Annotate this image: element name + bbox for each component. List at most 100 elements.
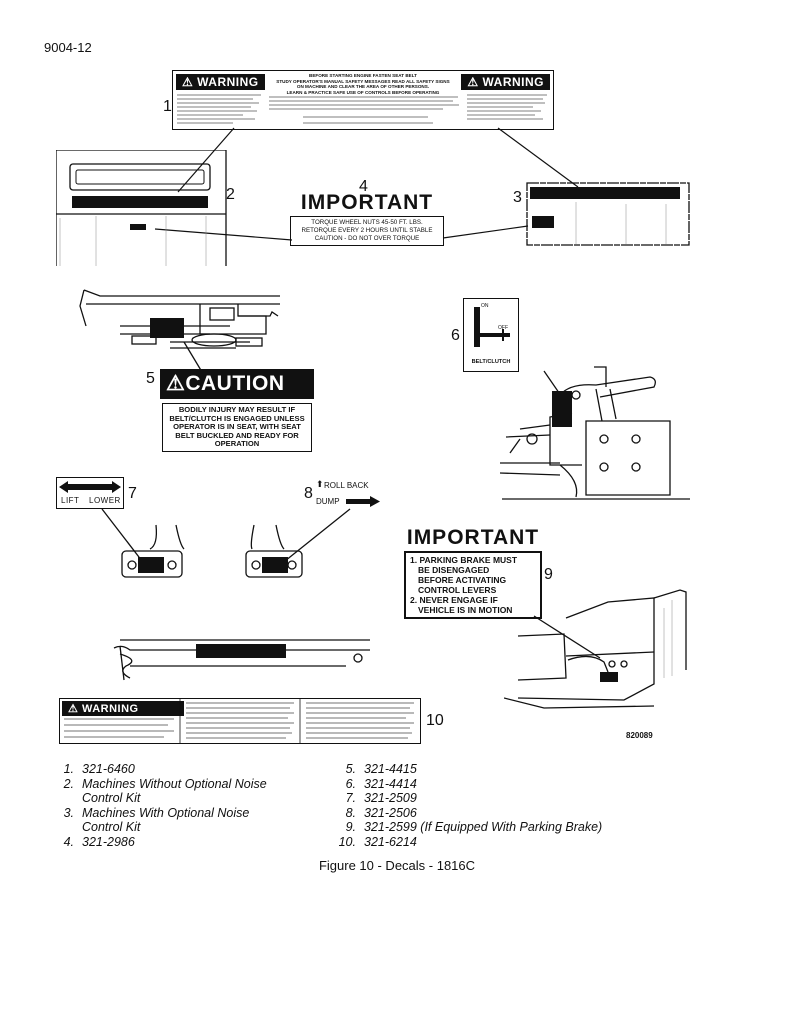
- lever-position-icon: [474, 307, 510, 347]
- decal-1-warning-badge-left: ⚠ WARNING: [176, 74, 265, 90]
- legend-text: 321-2509: [364, 791, 417, 805]
- decal-1-line: ON MACHINE AND CLEAR THE AREA OF OTHER P…: [296, 84, 430, 90]
- decal-5-caution: ⚠CAUTION BODILY INJURY MAY RESULT IF BEL…: [160, 369, 314, 452]
- legend-text: 321-4414: [364, 776, 417, 791]
- panel-5-illustration: [79, 289, 280, 372]
- decal-5-line: OPERATOR IS IN SEAT, WITH SEAT: [173, 422, 301, 432]
- decal-10-badge-text: WARNING: [81, 703, 139, 715]
- decal-9-line: 2. NEVER ENGAGE IF: [410, 595, 498, 605]
- decal-4-mount: [130, 224, 146, 230]
- callout-1: 1: [163, 98, 172, 115]
- legend-num: [48, 820, 74, 835]
- decal-5-line: BODILY INJURY MAY RESULT IF: [178, 405, 296, 414]
- legend-item: 4. 321-2986: [48, 835, 338, 850]
- arrow-up-icon: ⬆: [316, 479, 324, 489]
- decal-9-mount: [600, 672, 618, 682]
- decal-9-important: IMPORTANT 1. PARKING BRAKE MUST BE DISEN…: [404, 527, 542, 619]
- legend-text: Machines Without Optional Noise: [82, 776, 267, 791]
- document-id: 9004-12: [44, 40, 92, 55]
- legend-item: 10.321-6214: [330, 835, 670, 850]
- leader-line-4b: [442, 225, 529, 239]
- decal-7-mount: [138, 557, 164, 573]
- warning-triangle-icon: ⚠: [182, 75, 194, 89]
- decal-9-heading: IMPORTANT: [406, 526, 540, 549]
- legend-text: Control Kit: [82, 791, 141, 805]
- decal-8-mount: [262, 557, 288, 573]
- warning-triangle-icon: ⚠: [68, 703, 79, 715]
- decal-9-line: 1. PARKING BRAKE MUST: [410, 555, 518, 565]
- decal-4-box: TORQUE WHEEL NUTS 45-50 FT. LBS. RETORQU…: [290, 216, 444, 246]
- legend-text: 321-2599 (If Equipped With Parking Brake…: [364, 820, 603, 834]
- figure-code: 820089: [626, 731, 653, 740]
- decal-9-line: BEFORE ACTIVATING: [418, 575, 507, 585]
- legend-num: 5.: [345, 762, 356, 776]
- legend-num: 4.: [63, 834, 74, 849]
- panel-9-illustration: [504, 589, 687, 709]
- decal-3-black-plate: [530, 187, 680, 199]
- callout-10: 10: [426, 712, 444, 729]
- legend-num: 6.: [345, 776, 356, 791]
- legend-text: 321-2986: [82, 834, 135, 849]
- decal-4-heading: IMPORTANT: [300, 191, 434, 214]
- arrow-right-icon: [346, 496, 380, 507]
- decal-5-heading-bar: ⚠CAUTION: [160, 369, 314, 399]
- legend-text: Control Kit: [82, 820, 141, 834]
- legend-num: 9.: [345, 820, 356, 834]
- legend-num: [48, 791, 74, 806]
- warning-triangle-icon: ⚠: [467, 75, 479, 89]
- decal-8-dump-label: DUMP: [316, 497, 340, 506]
- decal-10-warning-label: ⚠ WARNING: [59, 698, 421, 744]
- decal-7-lift-label: LIFT: [61, 496, 80, 505]
- decal-4-line: TORQUE WHEEL NUTS 45-50 FT. LBS.: [311, 219, 423, 226]
- decal-2-black-plate: [72, 196, 208, 208]
- legend-right: 5. 321-4415 6. 321-4414 7.321-2509 8. 321-2…: [330, 762, 670, 849]
- legend-num: 3.: [63, 805, 74, 820]
- decal-1-badge-text: WARNING: [197, 75, 259, 89]
- callout-4: 4: [359, 178, 368, 195]
- decal-1-line: BEFORE STARTING ENGINE FASTEN SEAT BELT: [309, 73, 417, 78]
- leader-line-1b: [497, 127, 579, 188]
- decal-4-important: IMPORTANT TORQUE WHEEL NUTS 45-50 FT. LB…: [290, 192, 444, 246]
- callout-3: 3: [513, 189, 522, 206]
- legend-item: 1.321-6460: [48, 762, 338, 777]
- warning-triangle-icon: ⚠: [166, 372, 186, 395]
- decal-9-line: CONTROL LEVERS: [418, 585, 497, 595]
- decal-10-warning-badge: ⚠ WARNING: [62, 701, 184, 716]
- callout-9: 9: [544, 566, 553, 583]
- decal-5-line: OPERATION: [214, 439, 260, 449]
- decal-8-rollback-dump: ⬆ ROLL BACK DUMP: [316, 479, 382, 511]
- decal-5-mount: [150, 318, 184, 338]
- panels-7-8-illustration: [101, 508, 351, 578]
- decal-1-line: LEARN & PRACTICE SAFE USE OF CONTROLS BE…: [286, 89, 440, 95]
- legend-num: 10.: [338, 834, 356, 849]
- decal-9-line: VEHICLE IS IN MOTION: [418, 605, 513, 615]
- legend-num: 8.: [345, 805, 356, 820]
- decal-6-belt-clutch: ON OFF BELT/CLUTCH: [463, 298, 519, 372]
- decal-9-line: BE DISENGAGED: [418, 565, 490, 575]
- callout-6: 6: [451, 327, 460, 344]
- callout-7: 7: [128, 485, 137, 502]
- decal-10-mount: [196, 644, 286, 658]
- decal-9-box: 1. PARKING BRAKE MUST BE DISENGAGED BEFO…: [404, 551, 542, 619]
- panel-6-illustration: [500, 366, 690, 500]
- panel-10-illustration: [113, 639, 370, 681]
- decal-7-lift-lower: LIFT LOWER: [56, 477, 124, 509]
- decal-1-warning-label: ⚠ WARNING ⚠ WARNING BEFORE STARTING ENGI…: [172, 70, 554, 130]
- legend-item: 7.321-2509: [330, 791, 670, 806]
- callout-5: 5: [146, 370, 155, 387]
- decal-1-center-text: BEFORE STARTING ENGINE FASTEN SEAT BELT …: [273, 73, 453, 95]
- legend-num: 1.: [63, 762, 74, 776]
- legend-text: 321-4415: [364, 762, 417, 776]
- leader-line-1a: [177, 127, 235, 193]
- leader-line-4a: [154, 228, 293, 241]
- callout-2: 2: [226, 186, 235, 203]
- callout-8: 8: [304, 485, 313, 502]
- decal-1-badge-text-right: WARNING: [482, 75, 544, 89]
- decal-5-text-box: BODILY INJURY MAY RESULT IF BELT/CLUTCH …: [162, 403, 312, 452]
- decal-6-label: BELT/CLUTCH: [471, 359, 511, 365]
- decal-10-fine-print: [64, 699, 414, 743]
- decal-8-roll-back-label: ROLL BACK: [324, 481, 369, 490]
- decal-4-line: RETORQUE EVERY 2 HOURS UNTIL STABLE: [301, 227, 433, 234]
- decal-1-line: STUDY OPERATOR'S MANUAL SAFETY MESSAGES …: [276, 78, 450, 84]
- decal-1-warning-badge-right: ⚠ WARNING: [461, 74, 550, 90]
